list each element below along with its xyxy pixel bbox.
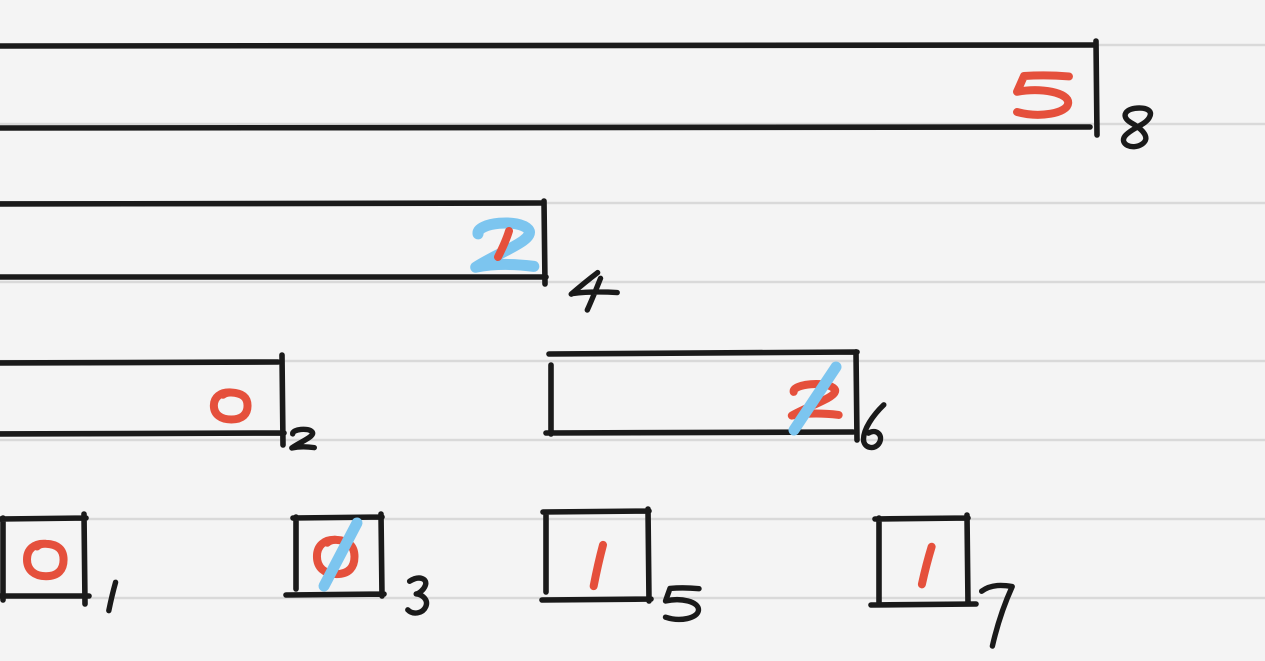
digit-glyph-8 bbox=[1123, 108, 1150, 147]
digit-glyph-1 bbox=[594, 545, 603, 586]
node-3-strikethrough bbox=[318, 517, 363, 592]
node-3-box bbox=[283, 511, 387, 599]
node-2-index-label bbox=[292, 429, 315, 448]
fenwick-node-1 bbox=[0, 511, 116, 611]
node-4-box bbox=[0, 198, 549, 287]
node-7-box bbox=[868, 512, 979, 608]
digit-glyph-1 bbox=[922, 547, 932, 585]
digit-glyph-5 bbox=[666, 588, 700, 619]
node-7-value bbox=[922, 547, 932, 585]
digit-glyph-1 bbox=[109, 582, 116, 610]
node-5-value bbox=[594, 545, 603, 586]
fenwick-node-2 bbox=[0, 352, 315, 448]
fenwick-node-5 bbox=[539, 506, 700, 619]
node-5-box bbox=[539, 506, 654, 604]
digit-glyph-5 bbox=[1017, 75, 1069, 114]
node-5-index-label bbox=[666, 588, 700, 619]
node-8-value bbox=[1017, 75, 1069, 114]
fenwick-node-7 bbox=[868, 512, 1013, 646]
digit-glyph-7 bbox=[982, 585, 1013, 646]
node-2-value bbox=[214, 392, 248, 419]
fenwick-node-4 bbox=[0, 201, 617, 310]
node-4-index-label bbox=[571, 273, 617, 310]
node-8-box bbox=[0, 38, 1100, 138]
digit-glyph-0 bbox=[27, 544, 64, 576]
node-6-strikethrough bbox=[788, 361, 842, 436]
node-8-index-label bbox=[1123, 108, 1150, 147]
digit-glyph-4 bbox=[571, 273, 617, 310]
digit-glyph-2 bbox=[292, 429, 315, 448]
fenwick-node-8 bbox=[0, 38, 1150, 147]
node-1-value bbox=[27, 544, 64, 576]
node-7-index-label bbox=[982, 585, 1013, 646]
node-6-box bbox=[543, 349, 860, 443]
fenwick-node-3 bbox=[283, 511, 427, 613]
node-1-box bbox=[0, 511, 92, 607]
digit-glyph-0 bbox=[214, 392, 248, 419]
node-1-index-label bbox=[109, 582, 116, 610]
fenwick-node-6 bbox=[543, 349, 884, 448]
digit-glyph-3 bbox=[408, 578, 427, 613]
node-3-index-label bbox=[408, 578, 427, 613]
node-4-overwritten-red-mark bbox=[494, 227, 513, 261]
node-2-box bbox=[0, 352, 287, 448]
